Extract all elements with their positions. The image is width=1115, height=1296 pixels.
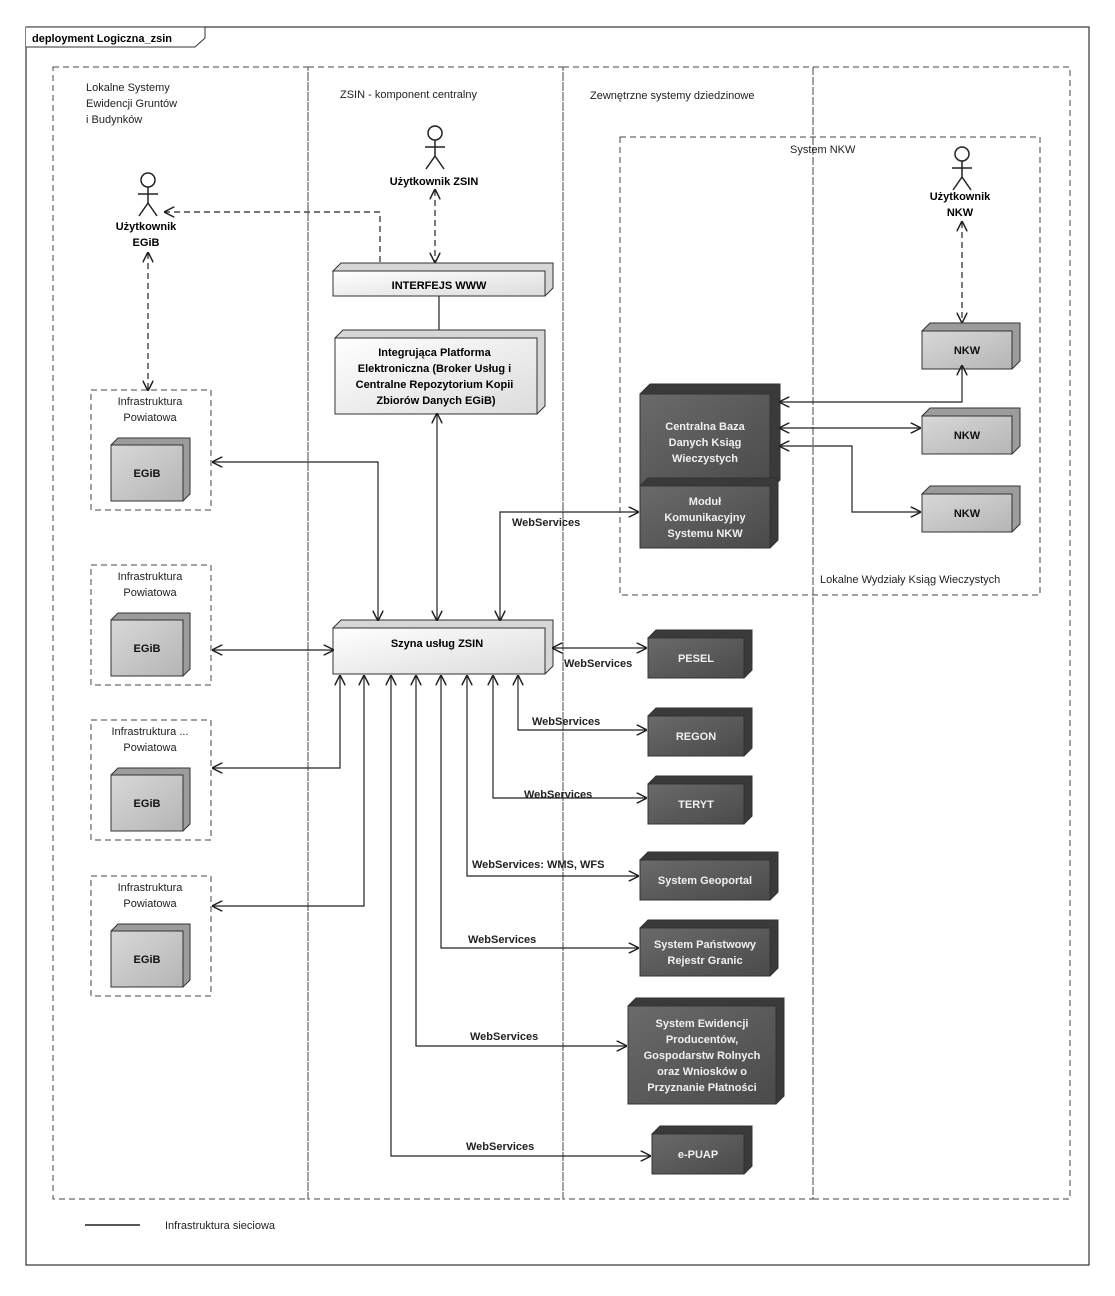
nkw-local-label: Lokalne Wydziały Ksiąg Wieczystych [820, 574, 1000, 586]
svg-text:TERYT: TERYT [678, 799, 714, 811]
node-egib-2: EGiB [110, 612, 191, 677]
edge-infra-4 [213, 676, 364, 906]
frame-title: deployment Logiczna_zsin [32, 33, 172, 45]
node-egib-3: EGiB [110, 767, 191, 832]
svg-text:EGiB: EGiB [134, 643, 161, 655]
edge-szyna-modul [500, 512, 638, 620]
edge-label-external-4: WebServices: WMS, WFS [472, 859, 604, 871]
legend-label: Infrastruktura sieciowa [165, 1220, 276, 1232]
edge-label-nkw: WebServices [512, 517, 580, 529]
lane-local-title: Lokalne Systemy Ewidencji Gruntów i Budy… [86, 82, 180, 126]
edge-centralna-nkw-3 [780, 446, 920, 512]
edge-infra-1 [213, 462, 378, 620]
actor-egib-figure [138, 172, 158, 217]
edge-infra-3 [213, 676, 340, 768]
svg-text:Integrująca Platforma El: Integrująca Platforma Elektroniczna (Bro… [356, 347, 517, 407]
actor-nkw-figure [952, 146, 972, 191]
svg-text:EGiB: EGiB [134, 954, 161, 966]
node-external-4: System Geoportal [639, 851, 779, 901]
node-platforma: Integrująca Platforma Elektroniczna (Bro… [334, 329, 546, 415]
nkw-group [619, 136, 1041, 596]
lane-local [52, 66, 309, 1200]
lane-central-title: ZSIN - komponent centralny [340, 89, 477, 101]
svg-text:EGiB: EGiB [134, 798, 161, 810]
lane-central [307, 66, 564, 1200]
node-external-1: PESEL [647, 629, 753, 679]
edge-centralna-nkw-1 [780, 366, 962, 402]
actor-zsin-figure [425, 125, 445, 170]
svg-text:Szyna usług ZSIN: Szyna usług ZSIN [391, 638, 483, 650]
svg-text:NKW: NKW [954, 508, 981, 520]
node-external-2: REGON [647, 707, 753, 757]
node-egib-1: EGiB [110, 437, 191, 502]
edge-label-external-1: WebServices [564, 658, 632, 670]
edge-layer: WebServicesWebServicesWebServicesWebServ… [213, 366, 962, 1156]
edge-external-7 [391, 676, 650, 1156]
svg-text:System Geoportal: System Geoportal [658, 875, 752, 887]
node-szyna-uslug: Szyna usług ZSIN [331, 619, 554, 675]
edge-label-external-2: WebServices [532, 716, 600, 728]
edge-label-external-3: WebServices [524, 789, 592, 801]
svg-text:NKW: NKW [954, 430, 981, 442]
svg-text:Infrastruktura ...Powiatowa: Infrastruktura ...Powiatowa [111, 726, 188, 754]
node-nkw-2: NKW [921, 407, 1021, 455]
edge-label-external-5: WebServices [468, 934, 536, 946]
node-interfejs-www: INTERFEJS WWW [331, 262, 554, 297]
node-egib-4: EGiB [110, 923, 191, 988]
svg-text:REGON: REGON [676, 731, 716, 743]
frame-tab [26, 26, 206, 48]
actor-links [148, 190, 962, 390]
node-external-3: TERYT [647, 775, 753, 825]
edge-external-3 [493, 676, 646, 798]
lane-external-title: Zewnętrzne systemy dziedzinowe [590, 90, 754, 102]
node-nkw-1: NKW [921, 322, 1021, 370]
svg-text:EGiB: EGiB [134, 468, 161, 480]
svg-text:e-PUAP: e-PUAP [678, 1149, 718, 1161]
actor-zsin-label: Użytkownik ZSIN [390, 176, 479, 188]
edge-label-external-6: WebServices [470, 1031, 538, 1043]
lane-extra [812, 66, 1071, 1200]
node-external-7: e-PUAP [651, 1125, 753, 1175]
nkw-group-title: System NKW [790, 144, 856, 156]
edge-label-external-7: WebServices [466, 1141, 534, 1153]
frame-border [25, 26, 1090, 1266]
node-nkw-3: NKW [921, 485, 1021, 533]
svg-text:INTERFEJS WWW: INTERFEJS WWW [392, 280, 487, 292]
svg-text:PESEL: PESEL [678, 653, 714, 665]
svg-text:NKW: NKW [954, 345, 981, 357]
swimlanes [52, 66, 1071, 1200]
